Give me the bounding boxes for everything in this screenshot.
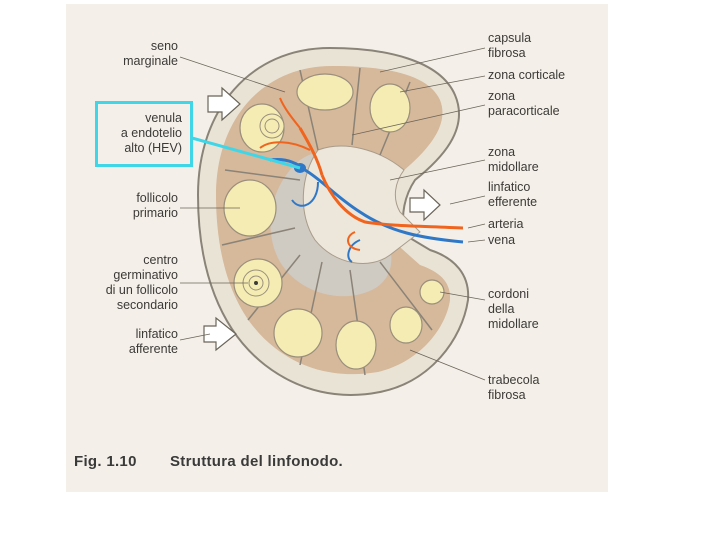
label-centro-germinativo: centro germinativo di un follicolo secon…	[80, 253, 178, 313]
label-seno-marginale: seno marginale	[108, 39, 178, 69]
label-linfatico-efferente: linfatico efferente	[488, 180, 537, 210]
label-venula-hev: venula a endotelio alto (HEV)	[121, 111, 182, 156]
follicle	[274, 309, 322, 357]
label-linfatico-afferente: linfatico afferente	[100, 327, 178, 357]
label-vena: vena	[488, 233, 515, 248]
label-zona-midollare: zona midollare	[488, 145, 539, 175]
follicle	[390, 307, 422, 343]
germinal-center-top	[260, 114, 284, 138]
follicle	[336, 321, 376, 369]
label-zona-paracorticale: zona paracorticale	[488, 89, 560, 119]
follicle	[297, 74, 353, 110]
label-trabecola-fibrosa: trabecola fibrosa	[488, 373, 539, 403]
label-capsula-fibrosa: capsula fibrosa	[488, 31, 531, 61]
caption-number: Fig. 1.10	[74, 453, 170, 470]
label-cordoni-midollare: cordoni della midollare	[488, 287, 539, 332]
label-arteria: arteria	[488, 217, 523, 232]
label-follicolo-primario: follicolo primario	[100, 191, 178, 221]
hev-label-box: venula a endotelio alto (HEV)	[95, 101, 193, 167]
efferent-arrow	[410, 190, 440, 220]
label-zona-corticale: zona corticale	[488, 68, 565, 83]
caption-title: Struttura del linfonodo.	[170, 453, 343, 470]
